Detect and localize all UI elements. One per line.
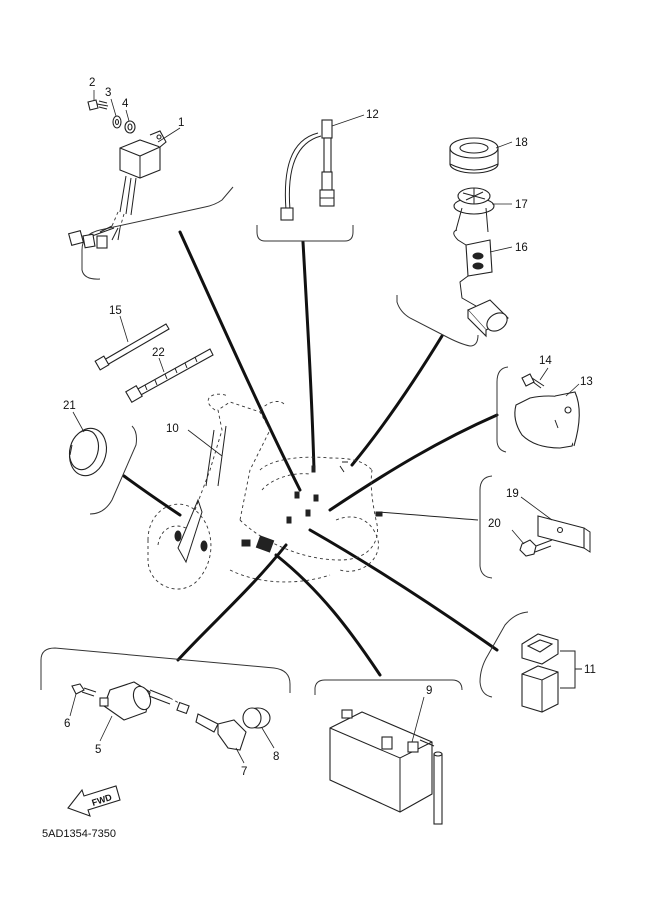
callout-4: 4 <box>122 98 129 110</box>
part-21-cap <box>68 427 108 477</box>
callout-1: 1 <box>178 117 184 129</box>
part-16-sender-unit <box>453 207 509 338</box>
part-5-ignition-coil <box>99 681 190 721</box>
part-18-grommet <box>449 137 499 174</box>
connector-lines <box>122 230 499 677</box>
part-11-relays <box>521 633 582 713</box>
scooter-outline <box>147 393 383 590</box>
callout-10: 10 <box>166 423 179 435</box>
callout-22: 22 <box>152 347 165 359</box>
callout-6: 6 <box>64 718 70 730</box>
part-22-cable-tie <box>125 348 214 403</box>
drawing-code: 5AD1354-7350 <box>42 828 116 840</box>
callout-9: 9 <box>426 685 432 697</box>
callout-5: 5 <box>95 744 101 756</box>
callout-8: 8 <box>273 751 279 763</box>
part-19-plate <box>537 515 591 553</box>
callout-21: 21 <box>63 400 76 412</box>
leader-lines <box>69 90 580 764</box>
part-6-bolt <box>71 683 97 697</box>
part-15-cable-tie <box>94 323 170 371</box>
callout-12: 12 <box>366 109 379 121</box>
callout-20: 20 <box>488 518 501 530</box>
callout-15: 15 <box>109 305 122 317</box>
part-4-washer <box>124 120 136 134</box>
part-2-screw <box>87 99 109 111</box>
part-20-bolt <box>519 539 553 557</box>
callout-17: 17 <box>515 199 528 211</box>
callout-18: 18 <box>515 137 528 149</box>
part-7-plug-cap <box>195 713 247 751</box>
part-9-battery <box>329 709 443 825</box>
part-3-washer <box>112 115 122 129</box>
part-13-cover <box>514 391 580 449</box>
callout-13: 13 <box>580 376 593 388</box>
fwd-arrow-icon: FWD <box>67 785 121 817</box>
part-17-gasket-ring <box>453 187 495 215</box>
callout-14: 14 <box>539 355 552 367</box>
callout-2: 2 <box>89 77 95 89</box>
callout-16: 16 <box>515 242 528 254</box>
callout-11: 11 <box>584 664 596 676</box>
part-1-unit <box>67 130 167 249</box>
part-12-sensor <box>280 119 335 221</box>
callout-3: 3 <box>105 87 111 99</box>
part-8-cap <box>242 707 271 729</box>
callout-labels: 1 2 3 4 5 6 7 8 9 10 11 12 13 14 15 16 1… <box>63 77 596 778</box>
part-14-screw <box>521 373 545 389</box>
group-brackets <box>40 186 529 698</box>
callout-19: 19 <box>506 488 519 500</box>
callout-7: 7 <box>241 766 247 778</box>
